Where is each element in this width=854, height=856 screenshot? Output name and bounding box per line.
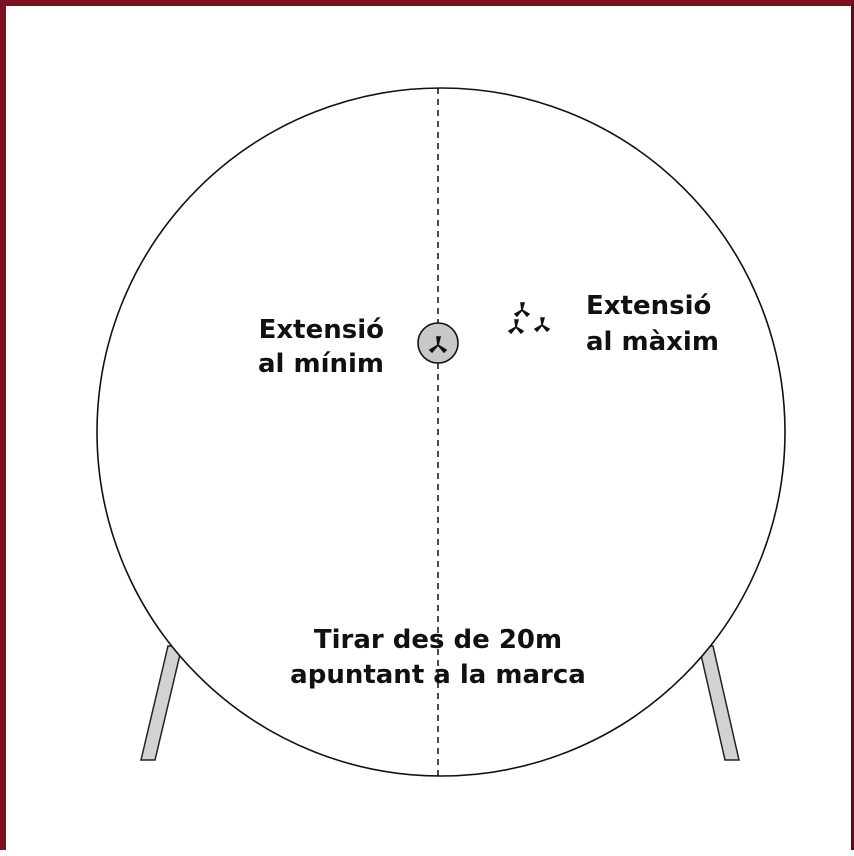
min-extension-label-line1: Extensió bbox=[259, 315, 384, 345]
hit-icon bbox=[533, 317, 551, 333]
target-circle bbox=[96, 87, 786, 777]
right-stand-leg bbox=[698, 645, 740, 761]
max-extension-label-line2: al màxim bbox=[586, 327, 719, 357]
hit-icon bbox=[507, 319, 525, 335]
instruction-label-line1: Tirar des de 20m bbox=[314, 625, 562, 655]
target-diagram: Extensió al mínim Extensió al màxim Tira… bbox=[96, 87, 786, 777]
hit-icon bbox=[513, 302, 531, 318]
max-extension-label-line1: Extensió bbox=[586, 291, 711, 321]
min-extension-label-line2: al mínim bbox=[258, 349, 384, 379]
instruction-label-line2: apuntant a la marca bbox=[290, 660, 586, 690]
left-stand-leg bbox=[140, 645, 183, 761]
center-hit-icon bbox=[428, 336, 448, 354]
